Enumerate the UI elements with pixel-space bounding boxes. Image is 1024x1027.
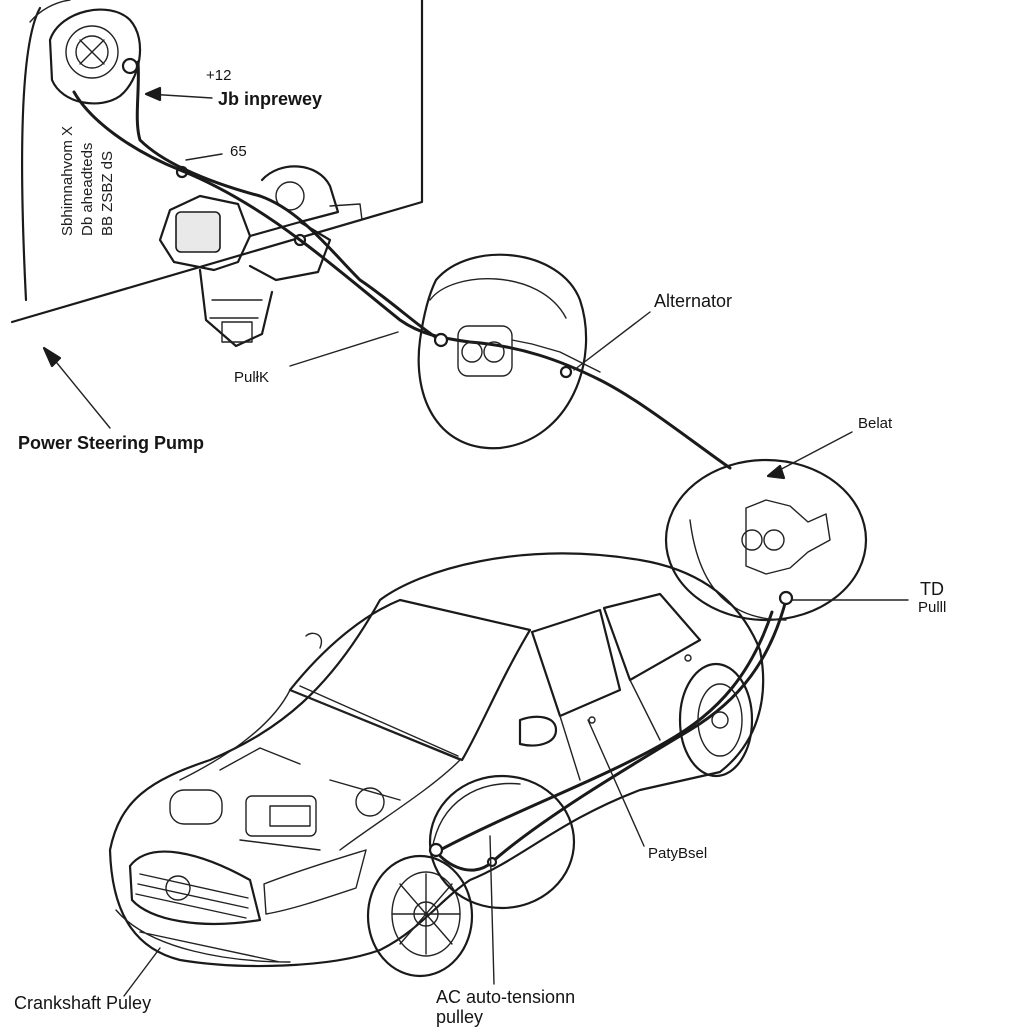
label-crankshaft-puley: Crankshaft Puley: [14, 993, 152, 1013]
label-td: TD: [920, 579, 944, 599]
label-patybsel: PatyBsel: [648, 845, 708, 862]
power-steering-pulley-icon: [48, 8, 142, 105]
drive-belt-lower-return: [438, 610, 774, 852]
label-pulik: PulłK: [234, 369, 270, 386]
label-pulil: Pulll: [918, 599, 947, 616]
label-power-steering-pump: Power Steering Pump: [18, 433, 205, 453]
drive-belt-return: [135, 60, 442, 342]
sideways-note-1: Sbhimnahvom X: [59, 125, 76, 236]
label-alternator: Alternator: [654, 291, 733, 311]
label-plus12: +12: [206, 67, 232, 84]
leader-lines: [42, 86, 909, 997]
ac-compressor-detail-icon: [664, 458, 868, 622]
label-jb-inprewey: Jb inprewey: [218, 89, 323, 109]
top-panel-outline: [10, 0, 424, 324]
sideways-note-3: BB ZSBZ dS: [99, 150, 116, 236]
label-pulley: pulley: [436, 1007, 484, 1027]
alternator-detail-icon: [417, 253, 601, 450]
drive-belt-lower: [434, 598, 788, 872]
label-ac-auto-tensionn: AC auto-tensionn: [436, 987, 576, 1007]
sideways-note-2: Db aheadteds: [79, 142, 96, 236]
drive-belt: [72, 90, 732, 470]
crankshaft-pulley-detail-icon: [428, 774, 576, 910]
label-65: 65: [230, 143, 247, 160]
sedan-car-icon: [108, 552, 765, 978]
engine-assembly-icon: [158, 165, 363, 348]
label-belat: Belat: [858, 415, 893, 432]
